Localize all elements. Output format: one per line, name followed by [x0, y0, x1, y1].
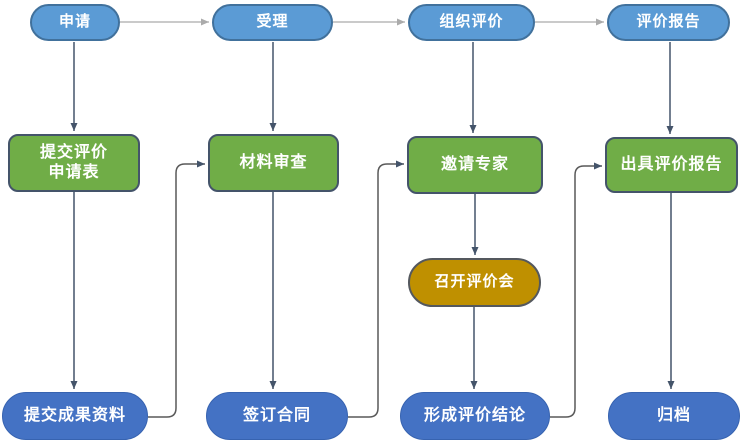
node-apply: 申请 — [30, 4, 120, 41]
node-hold-evaluation-meeting: 召开评价会 — [408, 258, 541, 307]
node-invite-experts: 邀请专家 — [407, 136, 543, 194]
node-archive: 归档 — [608, 392, 740, 440]
node-submit-application-form: 提交评价 申请表 — [8, 134, 140, 192]
node-accept: 受理 — [212, 4, 333, 41]
edge-sign-contract-to-invite-experts — [348, 160, 404, 418]
node-organize-evaluation: 组织评价 — [408, 4, 535, 41]
node-material-review: 材料审查 — [208, 134, 339, 192]
node-evaluation-report: 评价报告 — [607, 4, 730, 41]
node-sign-contract: 签订合同 — [206, 392, 348, 440]
node-form-evaluation-conclusion: 形成评价结论 — [400, 392, 550, 440]
node-submit-results-materials: 提交成果资料 — [2, 392, 148, 440]
edge-conclusion-to-issue-report — [550, 162, 602, 418]
node-issue-evaluation-report: 出具评价报告 — [605, 137, 738, 193]
edge-submit-materials-to-material-review — [148, 160, 205, 418]
